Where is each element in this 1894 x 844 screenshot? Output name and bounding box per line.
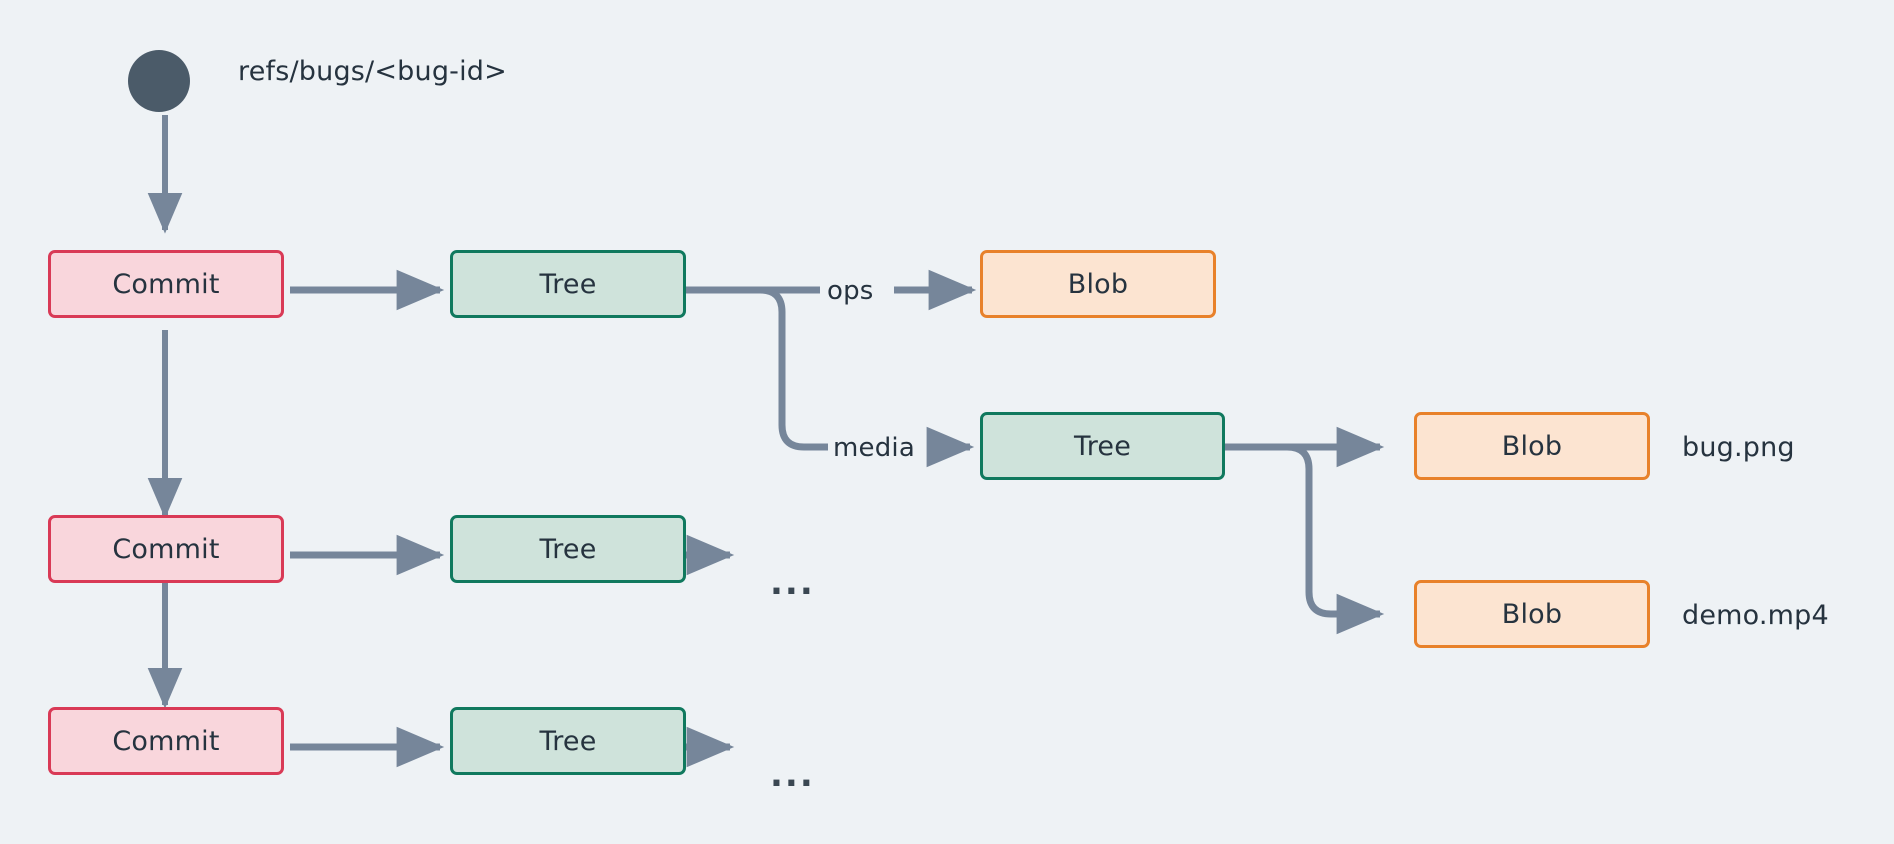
- ellipsis-row-3: ...: [770, 755, 815, 795]
- node-tree-root-1[interactable]: Tree: [450, 250, 686, 318]
- node-tree-root-3[interactable]: Tree: [450, 707, 686, 775]
- node-commit-3[interactable]: Commit: [48, 707, 284, 775]
- node-blob-demo-mp4[interactable]: Blob: [1414, 580, 1650, 648]
- node-blob-demo-mp4-label: Blob: [1501, 598, 1563, 630]
- node-tree-root-2-label: Tree: [539, 533, 597, 565]
- node-blob-ops[interactable]: Blob: [980, 250, 1216, 318]
- node-commit-3-label: Commit: [112, 725, 220, 757]
- node-tree-root-3-label: Tree: [539, 725, 597, 757]
- edge-label-ops: ops: [824, 276, 877, 306]
- node-tree-media-label: Tree: [1073, 430, 1132, 462]
- edge-label-media: media: [830, 433, 918, 463]
- node-blob-ops-label: Blob: [1067, 268, 1129, 300]
- node-blob-bug-png[interactable]: Blob: [1414, 412, 1650, 480]
- file-label-demo-mp4: demo.mp4: [1682, 600, 1829, 631]
- node-blob-bug-png-label: Blob: [1501, 430, 1563, 462]
- node-tree-media[interactable]: Tree: [980, 412, 1225, 480]
- node-tree-root-2[interactable]: Tree: [450, 515, 686, 583]
- node-commit-1[interactable]: Commit: [48, 250, 284, 318]
- ref-label: refs/bugs/<bug-id>: [238, 56, 507, 87]
- ellipsis-row-2: ...: [770, 563, 815, 603]
- ref-pointer-dot[interactable]: [128, 50, 190, 112]
- node-commit-1-label: Commit: [112, 268, 220, 300]
- node-tree-root-1-label: Tree: [539, 268, 597, 300]
- edge-tree1-to-media: [686, 286, 828, 451]
- edge-mediatree-to-blob-demomp4: [1225, 443, 1385, 635]
- node-commit-2-label: Commit: [112, 533, 220, 565]
- file-label-bug-png: bug.png: [1682, 432, 1795, 463]
- node-commit-2[interactable]: Commit: [48, 515, 284, 583]
